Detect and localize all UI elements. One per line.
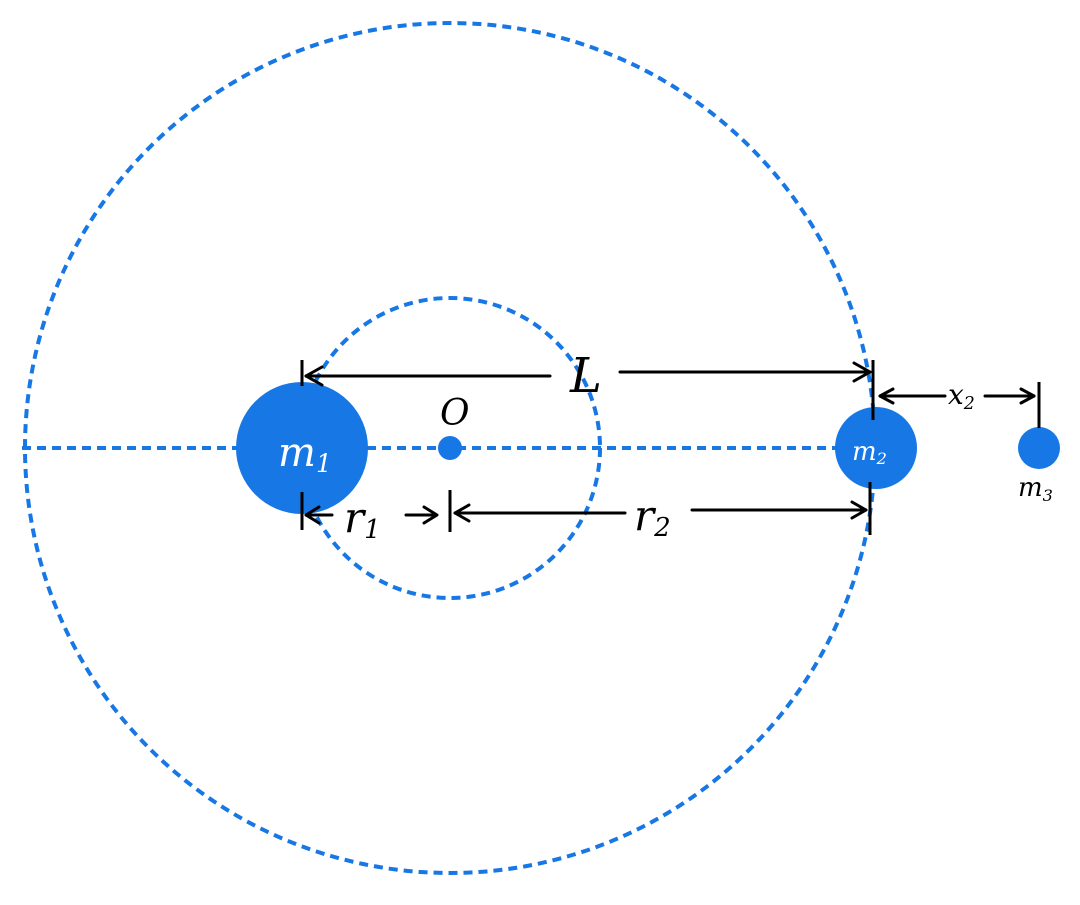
mass-m1 xyxy=(236,382,368,514)
label-r2-main: r xyxy=(634,491,657,540)
arrow-r1-left xyxy=(304,505,321,525)
arrow-L-right xyxy=(852,361,872,383)
label-m1: m1 xyxy=(278,430,332,478)
arrow-r1-right xyxy=(422,505,439,525)
arrow-L-left xyxy=(304,365,324,387)
label-m1-main: m xyxy=(278,430,316,476)
label-r1: r1 xyxy=(344,493,381,545)
label-m3-main: m xyxy=(1018,473,1043,503)
label-r2: r2 xyxy=(634,491,671,543)
label-m3-sub: 3 xyxy=(1043,486,1053,505)
label-x2: x2 xyxy=(948,378,975,414)
label-x2-main: x xyxy=(948,378,964,411)
label-x2-sub: 2 xyxy=(963,394,975,414)
label-L: L xyxy=(569,348,602,404)
arrow-x2-left xyxy=(878,387,895,405)
label-center-o: O xyxy=(440,393,470,434)
arrow-r2-right xyxy=(850,500,868,520)
mass-m3 xyxy=(1018,427,1060,469)
label-r1-sub: 1 xyxy=(364,515,381,545)
center-point-o xyxy=(438,436,462,460)
label-m2-sub: 2 xyxy=(876,449,887,468)
label-m2: m2 xyxy=(852,437,887,468)
label-r1-main: r xyxy=(344,493,367,542)
arrow-r2-left xyxy=(453,503,471,523)
mass-m2 xyxy=(835,407,917,489)
label-m3: m3 xyxy=(1018,473,1053,505)
label-m1-sub: 1 xyxy=(316,449,332,478)
label-r2-sub: 2 xyxy=(653,513,671,543)
arrow-x2-right xyxy=(1019,387,1036,405)
label-m2-main: m xyxy=(852,437,877,467)
